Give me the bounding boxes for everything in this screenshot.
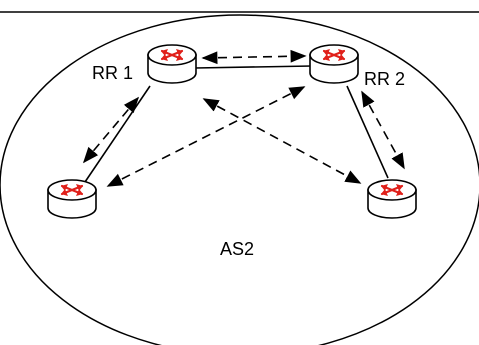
session-rr1-rr2	[201, 49, 307, 65]
router-arrows-icon	[60, 184, 84, 196]
session-rr1-client-left	[82, 96, 140, 164]
session-rr2-client-right	[361, 90, 405, 170]
solid-link-rr1-rr2	[194, 65, 313, 69]
router-arrows-icon	[160, 49, 184, 61]
session-rr1-client-right	[202, 98, 362, 184]
dashed-sessions	[82, 49, 405, 187]
router-arrows-icon	[322, 49, 346, 61]
rr2-label: RR 2	[364, 69, 405, 89]
router-icon-client-left	[47, 179, 97, 219]
as2-boundary	[0, 14, 479, 345]
router-icon-client-right	[367, 179, 417, 219]
router-icon-rr1	[147, 44, 197, 84]
router-icon-rr2	[309, 44, 359, 84]
as2-label: AS2	[220, 239, 254, 259]
solid-links	[84, 65, 389, 183]
router-arrows-icon	[380, 184, 404, 196]
rr1-label: RR 1	[92, 63, 133, 83]
solid-link-rr1-client-left	[84, 85, 151, 183]
solid-link-rr2-client-right	[346, 85, 389, 179]
